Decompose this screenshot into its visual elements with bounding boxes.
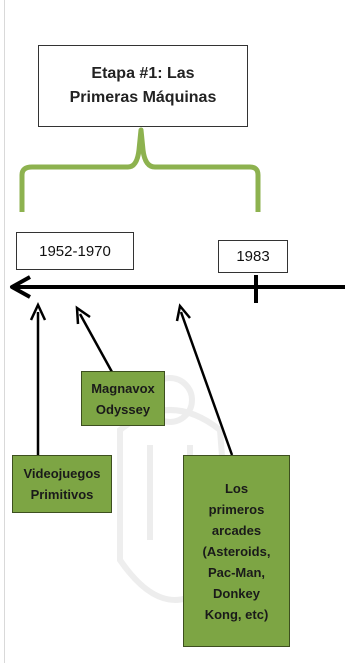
arcades-line: primeros	[208, 501, 265, 517]
page-left-margin-line	[4, 0, 5, 663]
magnavox-line2: Odyssey	[95, 401, 151, 417]
primitivos-line2: Primitivos	[30, 487, 94, 502]
date-end-text: 1983	[236, 248, 270, 265]
stage-title-line1: Etapa #1: Las	[91, 65, 195, 82]
stage-title-line2: Primeras Máquinas	[69, 89, 217, 106]
arrow-arcades	[179, 311, 234, 456]
date-start-text: 1952-1970	[39, 242, 111, 260]
event-box-primitivos: Videojuegos Primitivos	[12, 455, 112, 513]
primitivos-line1: Videojuegos	[23, 466, 101, 481]
arcades-line: (Asteroids,	[202, 543, 271, 559]
arrowhead-arcades	[175, 303, 191, 322]
arrowhead-magnavox	[75, 305, 91, 325]
date-label-end: 1983	[218, 240, 288, 273]
arrowhead-primitivos	[29, 302, 47, 321]
stage-bracket	[19, 127, 261, 212]
arcades-line: Los	[224, 480, 249, 496]
event-box-magnavox: Magnavox Odyssey	[81, 371, 165, 426]
timeline-arrowhead	[10, 275, 31, 299]
arcades-line: arcades	[211, 522, 262, 538]
arcades-line: Donkey	[213, 585, 260, 601]
stage-title-box: Etapa #1: Las Primeras Máquinas	[38, 45, 248, 127]
arcades-line: Kong, etc)	[204, 606, 269, 622]
event-box-arcades: Los primeros arcades (Asteroids, Pac-Man…	[183, 455, 290, 647]
arrow-magnavox	[78, 313, 114, 373]
arcades-line: Pac-Man,	[207, 564, 266, 580]
magnavox-line1: Magnavox	[91, 380, 155, 396]
date-label-start: 1952-1970	[16, 232, 134, 270]
